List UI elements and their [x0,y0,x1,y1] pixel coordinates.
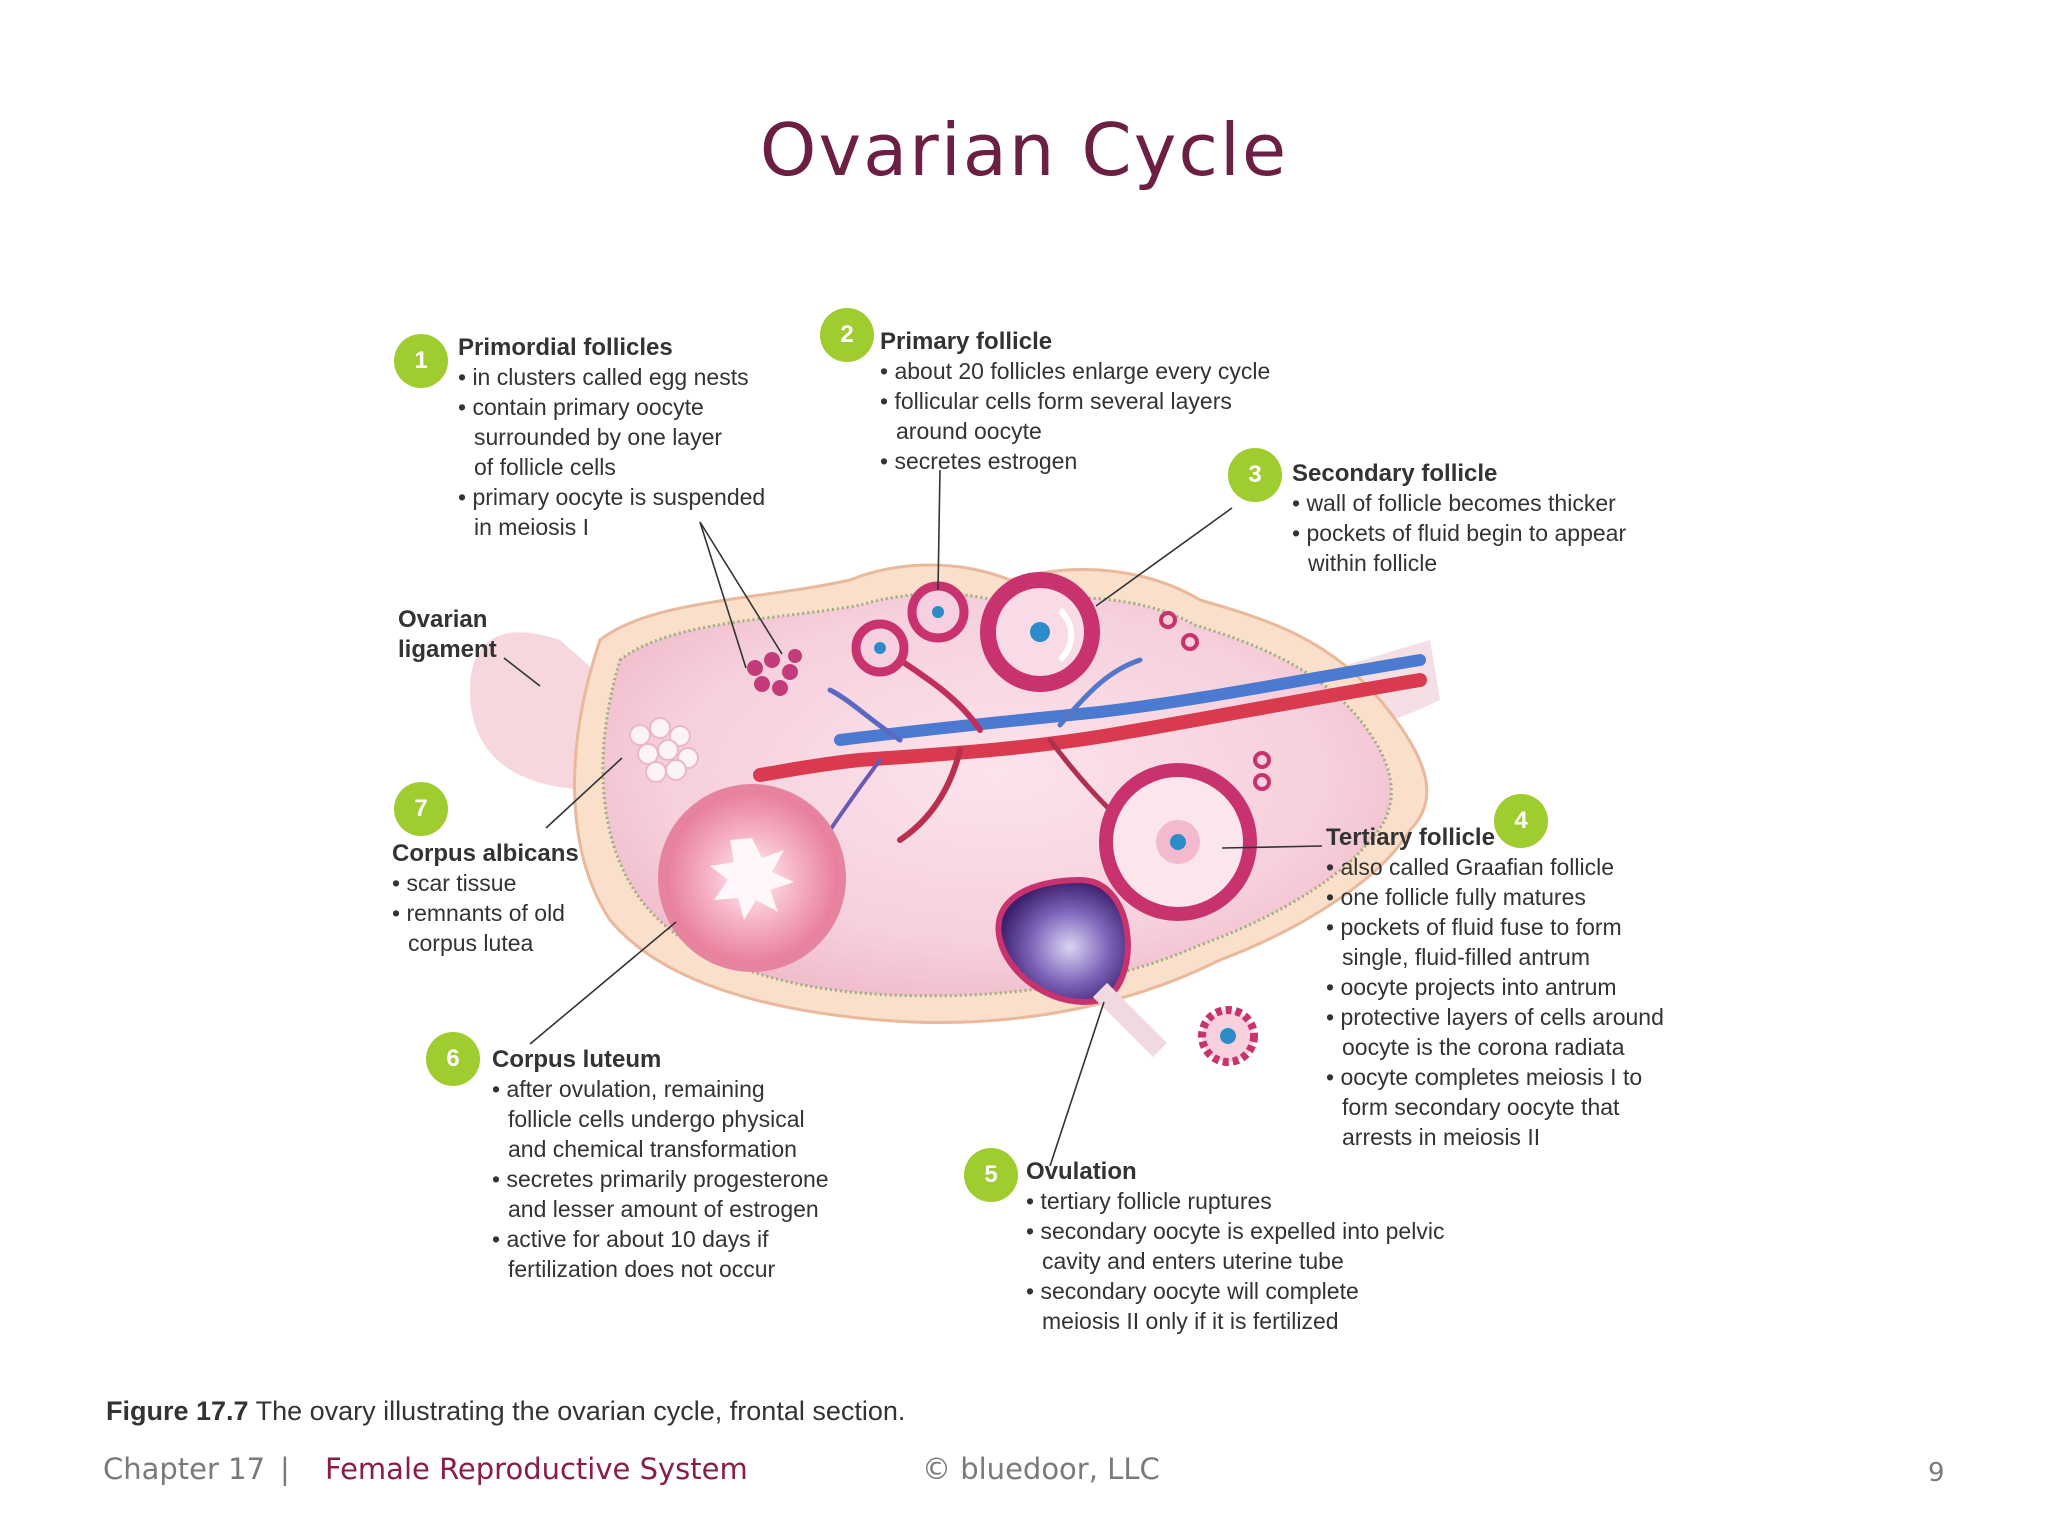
step-badge: 5 [964,1148,1018,1202]
stage-heading: Ovulation [1026,1158,1137,1185]
stage-heading: Tertiary follicle [1326,824,1495,851]
figure-number: Figure 17.7 [106,1396,249,1426]
footer-section: Female Reproductive System [325,1452,748,1486]
stage-heading: Secondary follicle [1292,460,1498,487]
stage-bullets: • after ovulation, remaining follicle ce… [492,1076,829,1282]
stage-corpus-albicans: 7 Corpus albicans • scar tissue • remnan… [392,782,579,956]
step-badge: 4 [1494,794,1548,848]
step-badge: 1 [394,334,448,388]
stage-heading: Primordial follicles [458,334,673,361]
corpus-luteum [658,784,846,972]
step-badge: 2 [820,308,874,362]
ovulating-follicle [995,876,1168,1058]
stage-bullets: • also called Graafian follicle • one fo… [1326,854,1664,1150]
slide-title: Ovarian Cycle [759,108,1289,192]
footer-copyright: © bluedoor, LLC [922,1452,1160,1486]
leader-lines [503,469,1323,1167]
stage-heading: Corpus albicans [392,840,579,867]
stage-primary-follicle: 2 Primary follicle • about 20 follicles … [820,308,1270,474]
figure-caption: Figure 17.7 The ovary illustrating the o… [106,1396,905,1427]
step-badge: 6 [426,1032,480,1086]
primordial-follicles [747,649,802,696]
stage-bullets: • in clusters called egg nests • contain… [458,364,766,540]
secondary-follicle [980,572,1100,692]
stage-heading: Corpus luteum [492,1046,662,1073]
figure-text: The ovary illustrating the ovarian cycle… [248,1396,906,1426]
tertiary-follicle [1099,763,1257,921]
footer-chapter: Chapter 17 [103,1452,266,1486]
stage-primordial-follicles: 1 Primordial follicles • in clusters cal… [394,334,765,540]
small-follicles [1159,611,1271,791]
stage-bullets: • about 20 follicles enlarge every cycle… [880,358,1271,474]
stage-bullets: • scar tissue • remnants of old corpus l… [392,870,565,956]
stage-bullets: • tertiary follicle ruptures • secondary… [1026,1188,1445,1334]
stage-corpus-luteum: 6 Corpus luteum • after ovulation, remai… [426,1032,829,1282]
corpus-albicans [629,717,699,783]
stage-tertiary-follicle: 4 Tertiary follicle • also called Graafi… [1326,794,1664,1150]
stage-bullets: • wall of follicle becomes thicker • poc… [1292,490,1627,576]
ovarian-ligament-label: Ovarian ligament [398,606,497,663]
step-badge: 7 [394,782,448,836]
footer-separator: | [280,1452,290,1486]
step-badge: 3 [1228,448,1282,502]
stage-ovulation: 5 Ovulation • tertiary follicle ruptures… [964,1148,1444,1334]
footer-page-number: 9 [1928,1458,1945,1488]
stage-heading: Primary follicle [880,328,1053,355]
expelled-oocyte [1198,1006,1258,1066]
stage-secondary-follicle: 3 Secondary follicle • wall of follicle … [1228,448,1626,576]
